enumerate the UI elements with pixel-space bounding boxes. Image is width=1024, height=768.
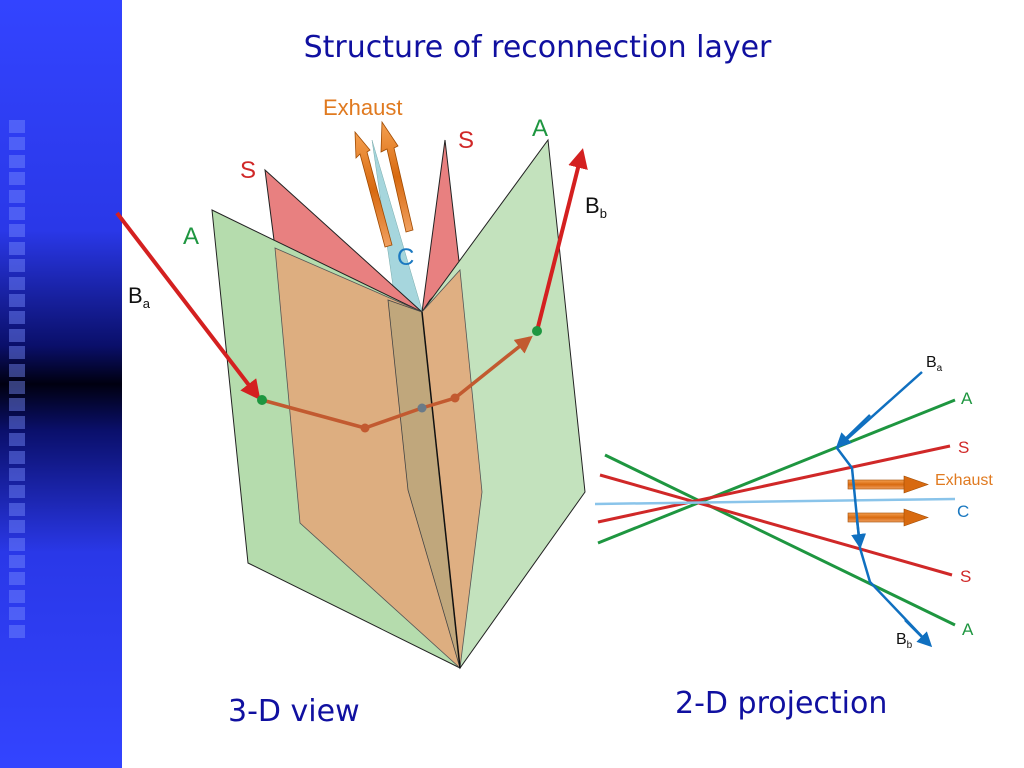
sidebar-square [9, 189, 25, 203]
slow-shock-line-top [597, 444, 951, 524]
caption-2d-projection: 2-D projection [675, 686, 888, 721]
field-arrow-2d-1 [835, 414, 871, 449]
alfven-line-bottom [604, 453, 956, 627]
sidebar-square [9, 572, 25, 586]
sidebar-square [9, 172, 25, 186]
label-s-bottom-2d: S [960, 567, 971, 586]
contact-line [594, 497, 956, 506]
sidebar-square [9, 468, 25, 481]
field-point-c [417, 403, 427, 413]
sidebar-square [9, 154, 25, 168]
label-s-right-3d: S [458, 127, 474, 154]
slow-shock-line-bottom [599, 473, 953, 577]
sidebar-square [9, 433, 25, 447]
label-s-left-3d: S [240, 157, 256, 184]
label-a-bottom-2d: A [962, 620, 974, 639]
field-arrow-2d-3 [904, 619, 933, 648]
label-bb-2d: Bb [896, 631, 913, 651]
sidebar-square [9, 207, 25, 220]
sidebar-square [9, 259, 25, 273]
label-s-top-2d: S [958, 438, 969, 457]
sidebar-square [9, 363, 25, 377]
field-line-bb [535, 148, 588, 332]
sidebar-square [9, 607, 25, 621]
label-exhaust-2d: Exhaust [935, 472, 993, 489]
label-ba-3d: Ba [128, 283, 151, 311]
exhaust-arrow-2d-bottom [847, 508, 929, 527]
field-line-ba [115, 211, 261, 401]
label-a-right-3d: A [532, 115, 548, 142]
sidebar-square [9, 381, 25, 394]
field-point-b [532, 326, 542, 336]
exhaust-arrow-2d-top [847, 475, 929, 494]
label-a-top-2d: A [961, 389, 973, 408]
label-exhaust-3d: Exhaust [323, 95, 403, 120]
exhaust-arrow-left [354, 130, 393, 248]
sidebar-square [9, 555, 25, 568]
sidebar-square [9, 415, 25, 429]
sidebar-square [9, 537, 25, 551]
label-ba-2d: Ba [926, 354, 943, 374]
sidebar-square [9, 241, 25, 255]
label-bb-3d: Bb [585, 193, 607, 221]
sidebar-square [9, 589, 25, 603]
sidebar-square [9, 328, 25, 342]
label-a-left-3d: A [183, 223, 199, 250]
slide-sidebar [0, 0, 122, 768]
sidebar-square [9, 502, 25, 516]
caption-3d-view: 3-D view [228, 694, 360, 729]
fold-line [421, 311, 461, 669]
exhaust-arrow-right [380, 120, 414, 233]
alfven-line-top [597, 398, 956, 545]
label-c-3d: C [397, 244, 414, 271]
sidebar-square [9, 276, 25, 290]
field-arrow-2d-2 [851, 519, 867, 549]
slow-shock-right-top [421, 139, 461, 313]
sidebar-square [9, 624, 25, 638]
sidebar-square [9, 137, 25, 151]
field-point-a [257, 395, 267, 405]
sidebar-square [9, 224, 25, 238]
sidebar-square [9, 520, 25, 534]
field-point-s1 [360, 423, 370, 433]
field-point-s2 [450, 393, 460, 403]
sidebar-square [9, 450, 25, 464]
sidebar-square [9, 311, 25, 325]
sidebar-square [9, 120, 25, 133]
label-c-2d: C [957, 502, 969, 521]
sidebar-square [9, 294, 25, 307]
sidebar-square [9, 398, 25, 412]
sidebar-square [9, 485, 25, 499]
sidebar-square [9, 346, 25, 360]
field-line-2d [835, 371, 931, 646]
slide-title: Structure of reconnection layer [303, 30, 772, 65]
